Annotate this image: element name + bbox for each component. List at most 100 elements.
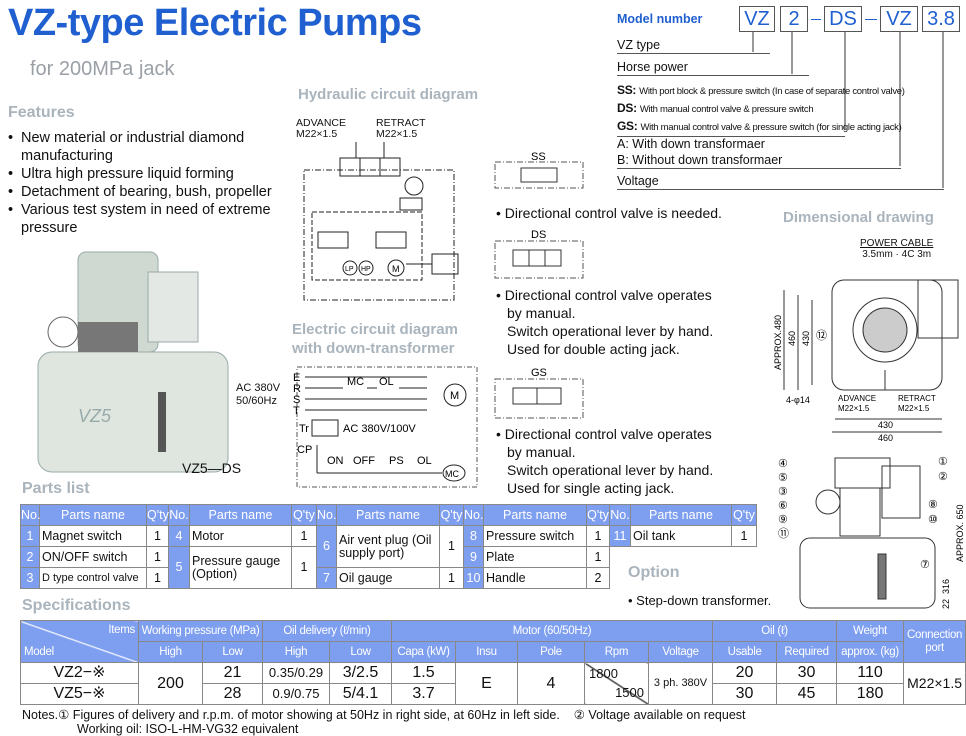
part-no: 7 bbox=[316, 567, 337, 589]
dim-advance-port: M22×1.5 bbox=[838, 404, 870, 413]
option-a: A: With down transformaer bbox=[617, 137, 765, 151]
model-vz-type: VZ type bbox=[617, 38, 770, 54]
option-heading: Option bbox=[628, 564, 680, 581]
col-qty: Q'ty bbox=[731, 504, 757, 526]
electric-subtitle: with down-transformer bbox=[292, 340, 455, 357]
advance-port: M22×1.5 bbox=[296, 128, 338, 140]
sub-header: approx. (kg) bbox=[836, 641, 905, 663]
model-code-vz: VZ bbox=[739, 6, 775, 32]
note-2: ② Voltage available on request bbox=[573, 708, 746, 722]
ss-option-desc: With port block & pressure switch (In ca… bbox=[639, 86, 905, 97]
spec-voltage: 3 ph. 380V bbox=[647, 662, 714, 705]
ss-description: • Directional control valve is needed. bbox=[496, 205, 722, 221]
page-title: VZ-type Electric Pumps bbox=[8, 2, 422, 44]
part-name: D type control valve bbox=[39, 567, 147, 589]
oil-delivery-header: Oil delivery (ℓ/min) bbox=[262, 620, 392, 642]
part-name: Handle bbox=[483, 567, 587, 589]
callout-6: ⑥ bbox=[778, 500, 788, 512]
electric-title: Electric circuit diagram bbox=[292, 321, 458, 338]
callout-2: ② bbox=[938, 471, 948, 483]
gs-option-desc: With manual control valve & pressure swi… bbox=[640, 122, 902, 133]
model-label: Model bbox=[24, 646, 54, 659]
spec-model: VZ5−※ bbox=[20, 683, 139, 705]
part-no: 8 bbox=[463, 525, 484, 547]
model-code-hp: 2 bbox=[780, 6, 808, 32]
motor-label: M bbox=[450, 390, 459, 402]
tr-label: Tr bbox=[299, 423, 309, 435]
sub-header: Capa (kW) bbox=[391, 641, 456, 663]
col-name: Parts name bbox=[189, 504, 292, 526]
col-no: No. bbox=[20, 504, 40, 526]
part-no: 6 bbox=[316, 525, 337, 568]
m-label: M bbox=[392, 264, 400, 274]
part-qty: 1 bbox=[586, 546, 610, 568]
mc-label: MC bbox=[347, 376, 364, 388]
model-code-valve: DS bbox=[824, 6, 862, 32]
advance-label: ADVANCE bbox=[296, 117, 346, 129]
part-qty: 1 bbox=[291, 546, 317, 589]
specifications-heading: Specifications bbox=[22, 597, 131, 614]
part-qty: 1 bbox=[731, 525, 757, 547]
spec-capa: 3.7 bbox=[391, 683, 456, 705]
part-name: Air vent plug (Oil supply port) bbox=[336, 525, 440, 568]
ds-desc-line: Switch operational lever by hand. bbox=[507, 323, 714, 339]
part-qty: 1 bbox=[291, 525, 317, 547]
sub-header: Usable bbox=[712, 641, 778, 663]
dim-430: 430 bbox=[801, 331, 811, 346]
ol2-label: OL bbox=[417, 455, 432, 467]
retract-port: M22×1.5 bbox=[376, 128, 418, 140]
ss-code: SS bbox=[531, 151, 546, 163]
ss-desc-line: Directional control valve is needed. bbox=[504, 205, 722, 221]
spec-capa: 1.5 bbox=[391, 662, 456, 684]
weight-header: Weight bbox=[836, 620, 905, 642]
col-no: No. bbox=[609, 504, 631, 526]
rpm-50hz: 1500 bbox=[615, 684, 644, 700]
spec-oil-required: 45 bbox=[776, 683, 838, 705]
line-t: T bbox=[293, 405, 300, 417]
col-no: No. bbox=[463, 504, 484, 526]
photo-caption: VZ5—DS bbox=[182, 460, 242, 476]
spec-pole: 4 bbox=[517, 662, 585, 705]
lp-pump-icon bbox=[342, 260, 358, 276]
supply-frequency: 50/60Hz bbox=[236, 395, 277, 407]
callout-1: ① bbox=[938, 456, 948, 468]
transformer-voltage: AC 380V/100V bbox=[343, 423, 416, 435]
table-row: VZ2−※ 200 21 0.35/0.29 3/2.5 1.5 E 4 180… bbox=[20, 662, 966, 705]
part-no: 5 bbox=[168, 546, 190, 589]
part-name: Pressure switch bbox=[483, 525, 587, 547]
callout-12: ⑫ bbox=[816, 329, 827, 342]
part-qty: 1 bbox=[146, 567, 169, 589]
model-transformer-options: A: With down transformaer B: Without down… bbox=[617, 136, 901, 169]
sub-header: Rpm bbox=[584, 641, 649, 663]
table-row: VZ5−※ 28 0.9/0.75 5/4.1 3.7 30 45 180 bbox=[20, 683, 966, 705]
oil-header: Oil (ℓ) bbox=[712, 620, 838, 642]
callout-10: ⑩ bbox=[928, 514, 938, 526]
dash bbox=[811, 19, 821, 20]
part-no: 2 bbox=[20, 546, 40, 568]
option-b: B: Without down transformaer bbox=[617, 153, 783, 167]
model-number-label: Model number bbox=[617, 12, 703, 26]
ds-desc-line: by manual. bbox=[507, 305, 576, 321]
callout-4: ④ bbox=[778, 458, 788, 470]
notes: Notes.① Figures of delivery and r.p.m. o… bbox=[22, 708, 746, 736]
part-name: ON/OFF switch bbox=[39, 546, 147, 568]
part-qty: 1 bbox=[146, 546, 169, 568]
part-name: Oil tank bbox=[630, 525, 732, 547]
spec-connection-port: M22×1.5 bbox=[903, 662, 966, 705]
mc-coil-label: MC bbox=[445, 469, 459, 479]
part-name: Motor bbox=[189, 525, 292, 547]
dim-22: 22 bbox=[941, 599, 951, 609]
line-s: S bbox=[293, 394, 300, 406]
retract-label: RETRACT bbox=[376, 117, 426, 129]
note-working-oil: Working oil: ISO-L-HM-VG32 equivalent bbox=[77, 722, 299, 736]
electric-title-block: Electric circuit diagram with down-transf… bbox=[292, 320, 458, 358]
